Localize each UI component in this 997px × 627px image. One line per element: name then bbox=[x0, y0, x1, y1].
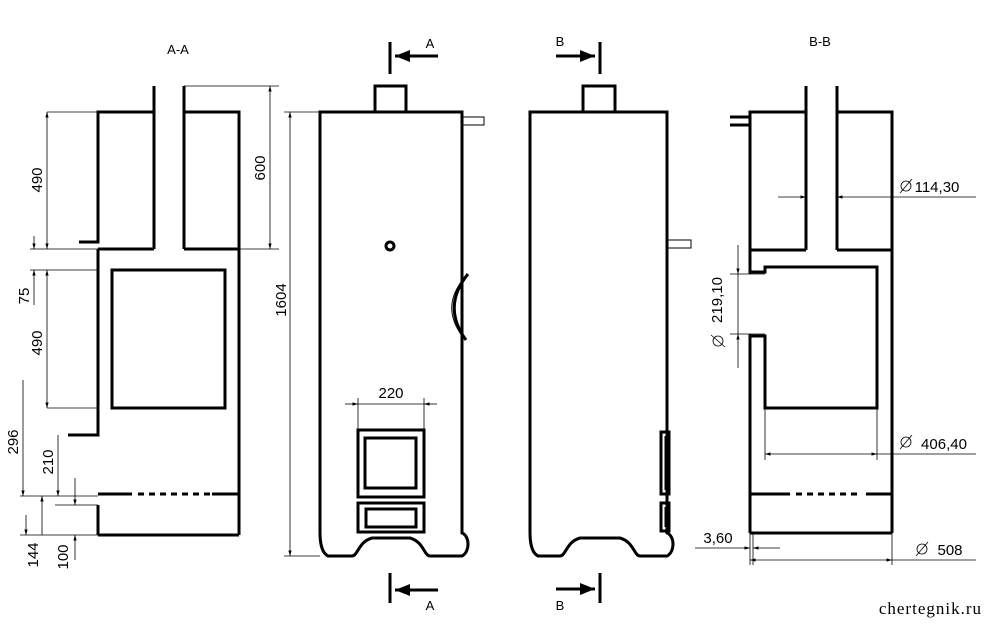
back-hinge-lower bbox=[659, 501, 671, 533]
dim-3-60: 3,60 bbox=[703, 530, 732, 547]
front-side-pipe bbox=[461, 116, 485, 126]
dim-dia-406: 406,40 bbox=[921, 436, 967, 453]
front-ash-door bbox=[356, 501, 426, 534]
dim-aa-210: 210 bbox=[40, 449, 57, 474]
cut-b-top-label: B bbox=[556, 34, 565, 49]
section-aa: A-A 490 600 bbox=[5, 42, 279, 570]
section-bb: B-B 114,30 219,10 bbox=[695, 34, 976, 565]
front-ash-door-window bbox=[364, 507, 418, 529]
aa-right-jacket bbox=[184, 110, 241, 251]
dim-220: 220 bbox=[378, 385, 403, 402]
dim-aa-75: 75 bbox=[16, 288, 33, 305]
dim-dia-508: 508 bbox=[937, 542, 962, 559]
aa-left-jacket bbox=[79, 110, 154, 244]
bb-right-jacket bbox=[837, 110, 894, 252]
front-view: A A 1604 220 bbox=[273, 36, 485, 613]
dim-dia-219: 219,10 bbox=[709, 277, 726, 323]
section-aa-title: A-A bbox=[167, 42, 189, 57]
cut-a-top-label: A bbox=[426, 36, 435, 51]
back-side-pipe bbox=[666, 239, 692, 249]
front-fire-door bbox=[356, 428, 426, 499]
front-fire-door-window bbox=[363, 436, 418, 490]
aa-firebox bbox=[110, 268, 227, 410]
watermark: chertegnik.ru bbox=[879, 599, 982, 618]
back-view: B B bbox=[528, 34, 692, 613]
aa-body-left bbox=[68, 249, 100, 437]
back-body bbox=[528, 110, 675, 558]
front-handle-inner bbox=[451, 277, 465, 337]
bb-left-jacket bbox=[748, 110, 806, 252]
section-bb-title: B-B bbox=[809, 34, 831, 49]
bb-firebox bbox=[750, 265, 879, 410]
front-knob bbox=[384, 240, 396, 252]
front-handle bbox=[452, 273, 470, 341]
dim-dia-114: 114,30 bbox=[915, 179, 960, 196]
cut-a-bottom-label: A bbox=[426, 598, 435, 613]
front-body bbox=[318, 110, 470, 558]
dim-aa-490-mid: 490 bbox=[29, 330, 46, 355]
back-hinge-upper bbox=[659, 430, 671, 496]
dim-aa-100: 100 bbox=[55, 544, 72, 569]
dim-1604: 1604 bbox=[273, 283, 290, 316]
dim-aa-296: 296 bbox=[5, 429, 22, 454]
back-flue bbox=[581, 84, 617, 114]
cut-b-bottom-label: B bbox=[556, 598, 565, 613]
dim-aa-600: 600 bbox=[252, 155, 269, 180]
dim-aa-144: 144 bbox=[25, 542, 42, 567]
front-flue bbox=[373, 84, 408, 114]
dim-aa-490-top: 490 bbox=[29, 167, 46, 192]
